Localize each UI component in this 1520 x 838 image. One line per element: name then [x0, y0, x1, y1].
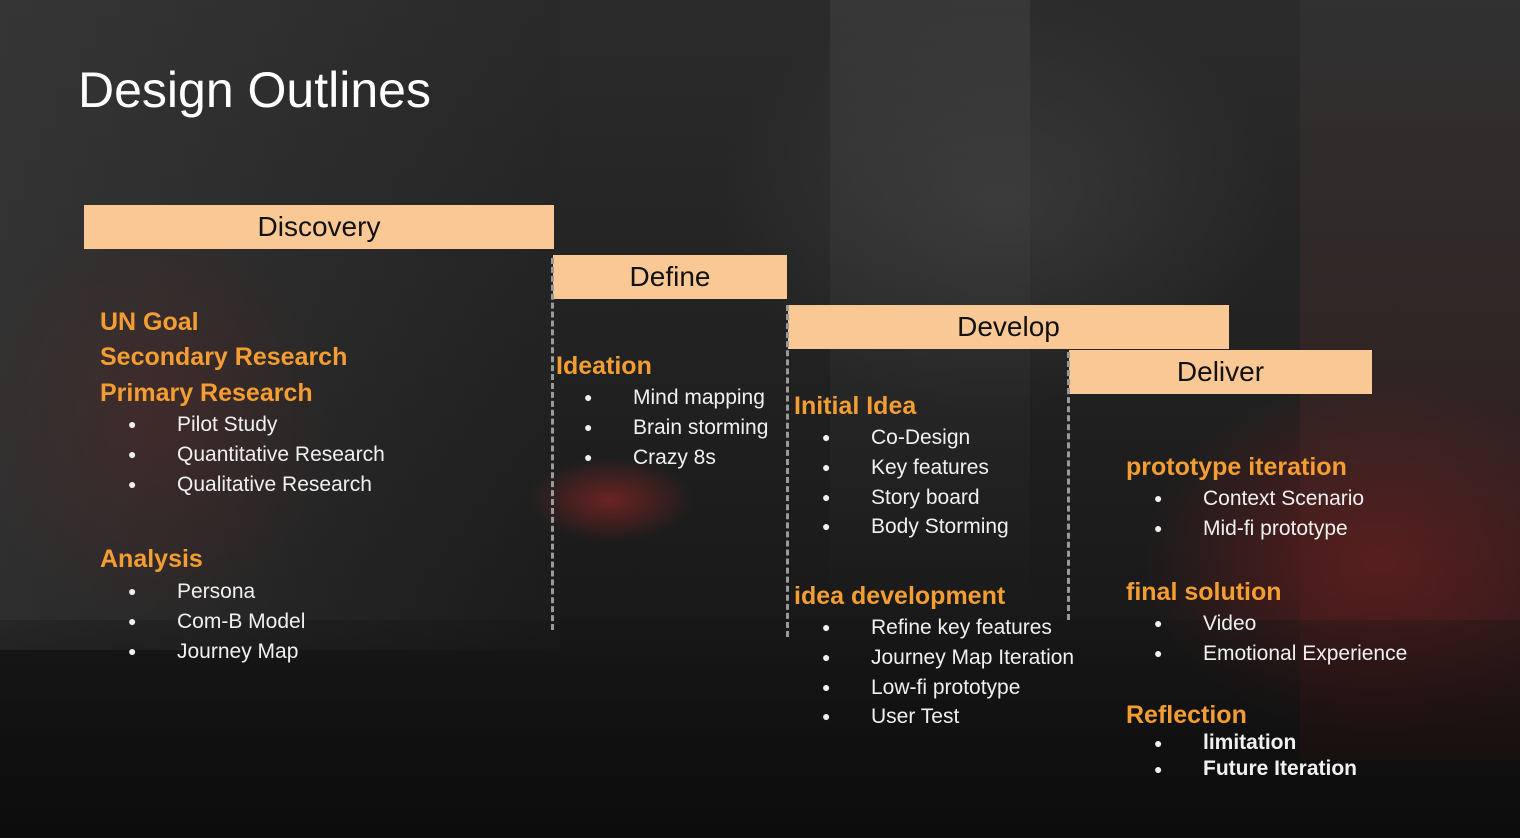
list-item: ●Low-fi prototype	[794, 673, 1074, 703]
list-item: ●Mind mapping	[556, 383, 768, 413]
list-item: ●Quantitative Research	[100, 440, 385, 470]
list-item: ●Persona	[100, 577, 305, 607]
list-item: ●User Test	[794, 702, 1074, 732]
heading-initial-idea: Initial Idea	[794, 392, 917, 420]
phase-discovery: Discovery	[84, 205, 554, 249]
heading-analysis: Analysis	[100, 545, 203, 573]
bullet-icon: ●	[1154, 490, 1163, 506]
list-item: ●Video	[1126, 609, 1407, 639]
reflection-list: ●limitation ●Future Iteration	[1126, 730, 1357, 782]
divider-discovery-define	[551, 258, 554, 630]
bullet-icon: ●	[1154, 519, 1163, 536]
background-buildings-mid	[830, 0, 1030, 600]
prototype-iteration-list: ●Context Scenario ●Mid-fi prototype	[1126, 484, 1364, 544]
bullet-icon: ●	[822, 458, 831, 475]
initial-idea-list: ●Co-Design ●Key features ●Story board ●B…	[794, 423, 1009, 542]
bullet-icon: ●	[128, 612, 137, 629]
bullet-icon: ●	[128, 642, 137, 659]
list-item: ●Crazy 8s	[556, 443, 768, 473]
bullet-icon: ●	[822, 619, 831, 635]
divider-develop-deliver	[1067, 352, 1070, 620]
list-item: ●Emotional Experience	[1126, 639, 1407, 669]
background-buildings-left	[0, 0, 560, 650]
phase-define: Define	[553, 255, 787, 299]
background-road	[0, 620, 1520, 838]
analysis-list: ●Persona ●Com-B Model ●Journey Map	[100, 577, 305, 666]
heading-un-goal: UN Goal	[100, 308, 199, 336]
heading-prototype-iteration: prototype iteration	[1126, 453, 1347, 481]
bullet-icon: ●	[1154, 615, 1163, 631]
heading-secondary-research: Secondary Research	[100, 343, 348, 371]
list-item: ●Story board	[794, 483, 1009, 513]
list-item: ●Com-B Model	[100, 607, 305, 637]
heading-reflection: Reflection	[1126, 701, 1247, 729]
bullet-icon: ●	[1154, 735, 1163, 751]
list-item: ●Journey Map	[100, 637, 305, 667]
bullet-icon: ●	[128, 445, 137, 462]
slide-title: Design Outlines	[78, 62, 431, 118]
ideation-list: ●Mind mapping ●Brain storming ●Crazy 8s	[556, 383, 768, 472]
heading-idea-development: idea development	[794, 582, 1006, 610]
bullet-icon: ●	[822, 648, 831, 665]
bullet-icon: ●	[822, 708, 831, 725]
list-item: ●Qualitative Research	[100, 470, 385, 500]
list-item: ●Refine key features	[794, 613, 1074, 643]
list-item: ●Future Iteration	[1154, 757, 1358, 780]
bullet-icon: ●	[1154, 761, 1163, 777]
bullet-icon: ●	[128, 416, 137, 432]
bullet-icon: ●	[128, 583, 137, 599]
bullet-icon: ●	[1154, 644, 1163, 661]
heading-ideation: Ideation	[556, 352, 652, 380]
final-solution-list: ●Video ●Emotional Experience	[1126, 609, 1407, 669]
primary-research-list: ●Pilot Study ●Quantitative Research ●Qua…	[100, 410, 385, 499]
bullet-icon: ●	[584, 389, 593, 405]
bullet-icon: ●	[584, 448, 593, 465]
list-item: ●Pilot Study	[100, 410, 385, 440]
phase-develop: Develop	[788, 305, 1229, 349]
bullet-icon: ●	[822, 429, 831, 445]
divider-define-develop	[786, 305, 789, 637]
idea-development-list: ●Refine key features ●Journey Map Iterat…	[794, 613, 1074, 732]
bullet-icon: ●	[128, 475, 137, 492]
phase-deliver: Deliver	[1069, 350, 1372, 394]
list-item: ●Mid-fi prototype	[1126, 514, 1364, 544]
list-item: ●Journey Map Iteration	[794, 643, 1074, 673]
list-item: ●Brain storming	[556, 413, 768, 443]
heading-final-solution: final solution	[1126, 578, 1282, 606]
bullet-icon: ●	[822, 488, 831, 505]
bullet-icon: ●	[822, 678, 831, 695]
heading-primary-research: Primary Research	[100, 379, 313, 407]
bullet-icon: ●	[822, 518, 831, 535]
list-item: ●Body Storming	[794, 512, 1009, 542]
list-item: ●Context Scenario	[1126, 484, 1364, 514]
bullet-icon: ●	[584, 418, 593, 435]
list-item: ●limitation	[1154, 731, 1297, 754]
list-item: ●Co-Design	[794, 423, 1009, 453]
list-item: ●Key features	[794, 453, 1009, 483]
